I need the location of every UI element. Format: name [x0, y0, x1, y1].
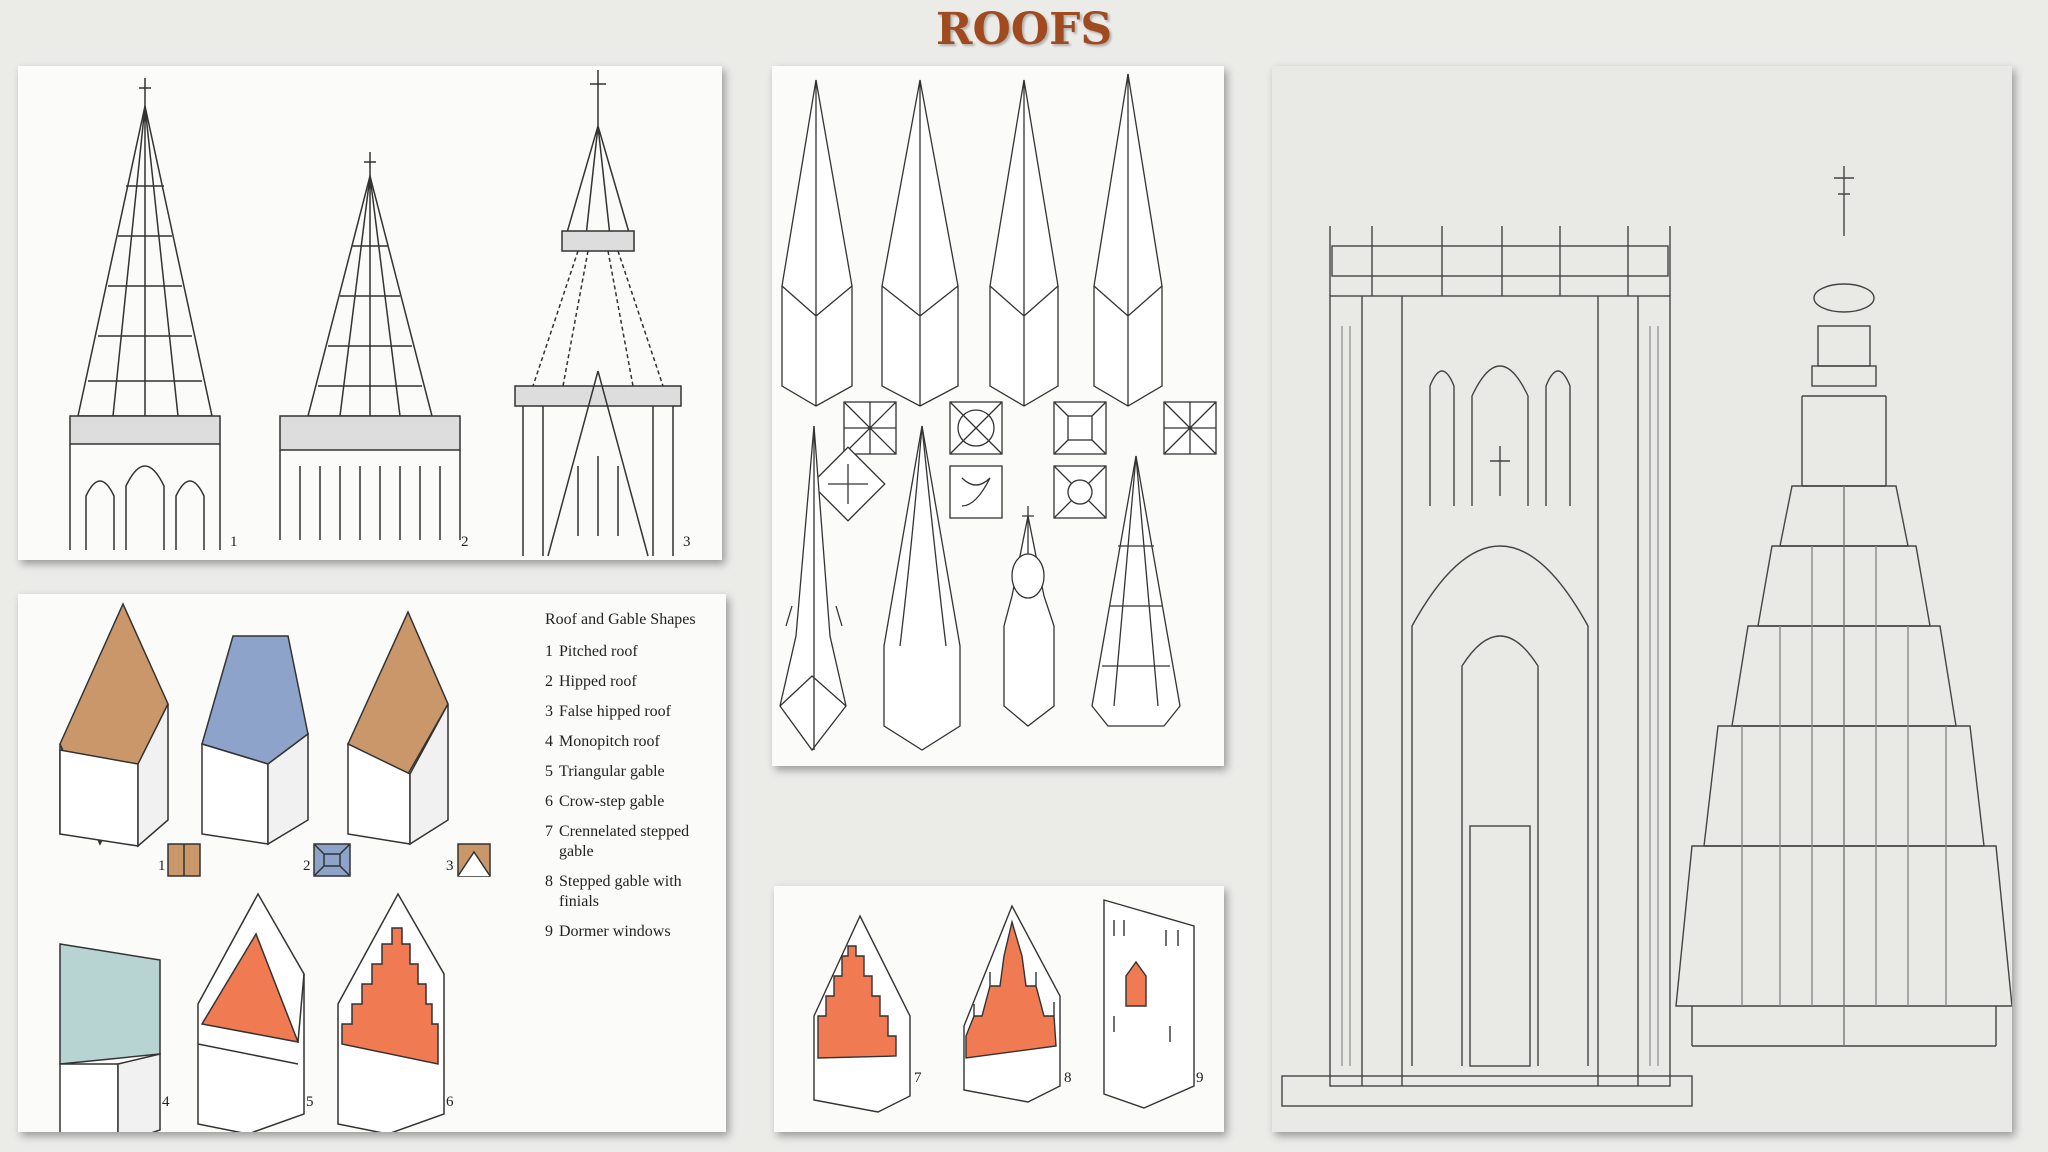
roof-number-4: 4: [162, 1094, 170, 1110]
spire-type-bottom-4: [1091, 455, 1181, 727]
spire-type-top-1: [781, 79, 853, 407]
spire-types-illustration: [779, 73, 1217, 752]
gable-number-7: 7: [914, 1070, 922, 1086]
spire-1: [69, 78, 221, 550]
roof-number-3: 3: [446, 858, 454, 874]
page-title: ROOFS: [935, 4, 1113, 55]
roof-shapes-illustration: 1 2 3 4 5 6: [59, 602, 491, 1132]
roof-number-5: 5: [306, 1094, 314, 1110]
plan-views: [810, 401, 1217, 522]
spire-type-bottom-3: [1003, 506, 1055, 727]
gable-number-9: 9: [1196, 1070, 1204, 1086]
spires-drawing-panel: 1 2 3: [18, 66, 722, 560]
stepped-gables-panel: 7 8 9: [774, 886, 1224, 1132]
spire-number-2: 2: [461, 534, 469, 550]
spire-number-3: 3: [683, 534, 691, 550]
spire-type-top-3: [989, 79, 1059, 407]
tower-engraving-illustration: [1281, 166, 2012, 1107]
spire-type-bottom-2: [883, 425, 961, 751]
spire-elevation: [1675, 166, 2012, 1047]
spires-illustration: 1 2 3: [69, 70, 691, 557]
spire-type-top-2: [881, 79, 959, 407]
spire-number-1: 1: [230, 534, 238, 550]
legend-heading: Roof and Gable Shapes: [545, 611, 696, 628]
roof-number-6: 6: [446, 1094, 454, 1110]
tower-elevation: [1281, 226, 1693, 1107]
tower-engraving-panel: [1272, 66, 2012, 1132]
spire-type-bottom-1: [779, 425, 847, 752]
spire-type-top-4: [1093, 73, 1163, 407]
roof-number-1: 1: [158, 858, 166, 874]
spire-2: [279, 152, 461, 540]
stepped-gables-illustration: 7 8 9: [813, 899, 1204, 1113]
gable-number-8: 8: [1064, 1070, 1072, 1086]
spire-types-panel: [772, 66, 1224, 766]
spire-3: [514, 70, 682, 557]
roof-number-2: 2: [303, 858, 311, 874]
roof-shapes-panel: 1 2 3 4 5 6: [18, 594, 726, 1132]
